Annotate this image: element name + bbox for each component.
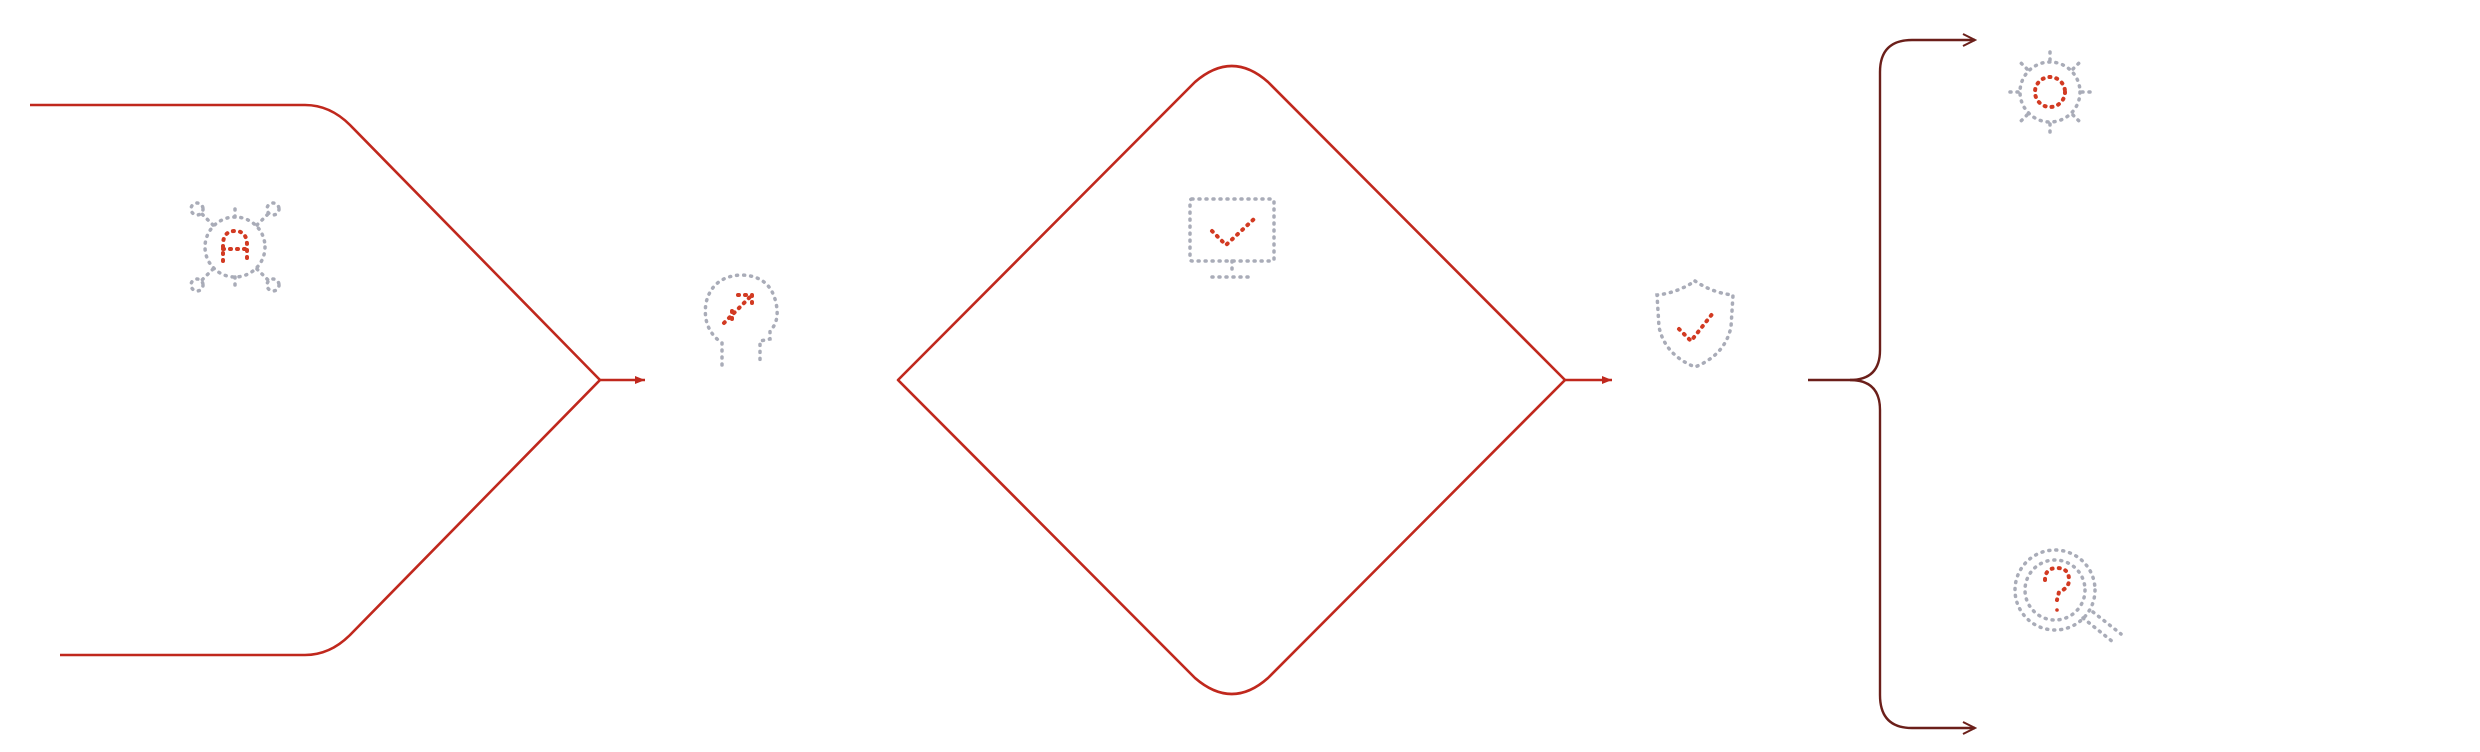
head-growth-icon bbox=[703, 273, 779, 367]
decision-diamond bbox=[896, 64, 1567, 696]
magnifier-question-icon bbox=[2013, 548, 2123, 644]
monitor-check-icon bbox=[1188, 197, 1276, 279]
branch-brace bbox=[1808, 40, 1975, 382]
branch-brace-lower bbox=[1849, 378, 1975, 728]
shield-check-icon bbox=[1655, 278, 1735, 369]
virus-icon bbox=[189, 201, 281, 293]
funnel-shape bbox=[30, 103, 602, 657]
gear-icon bbox=[2004, 46, 2096, 138]
